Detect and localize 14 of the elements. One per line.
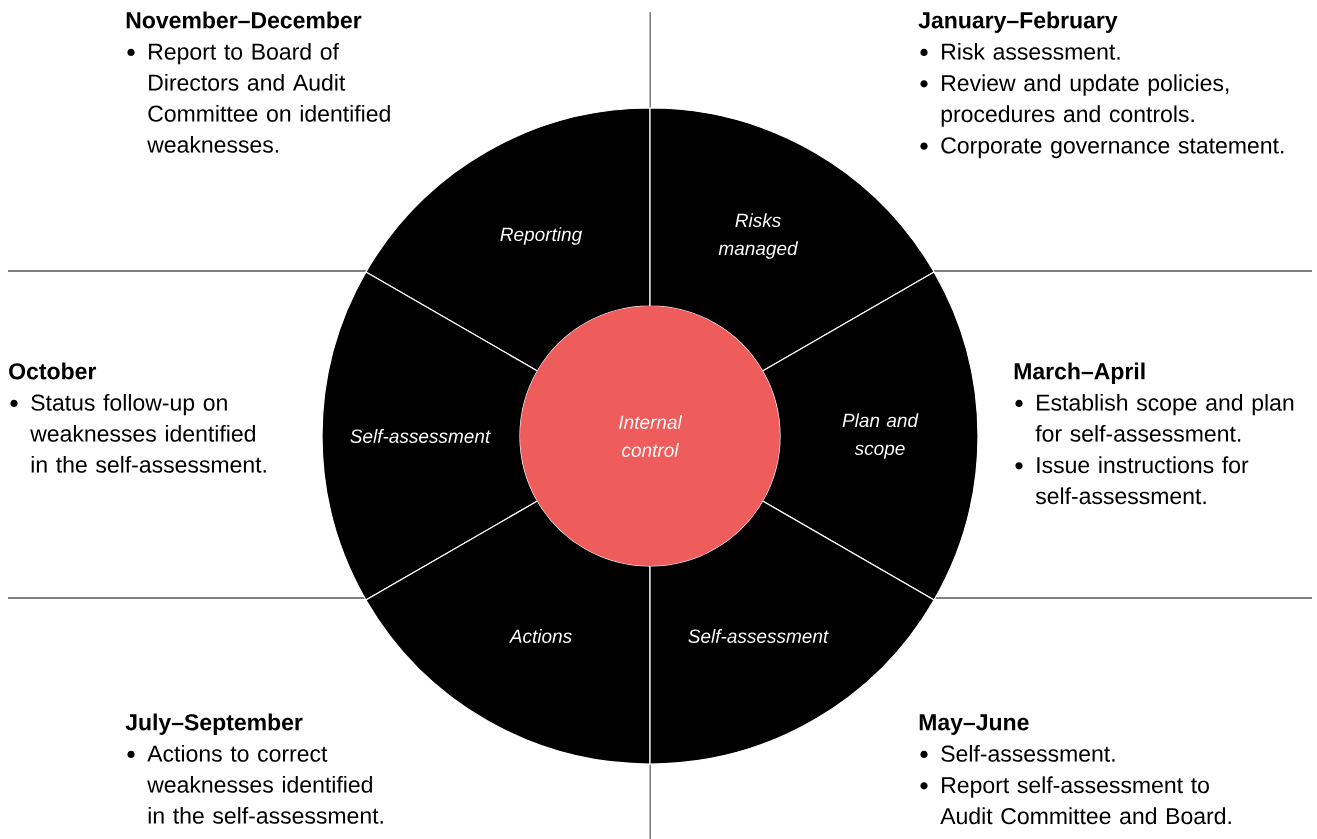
sector: Plan and scope bbox=[762, 271, 979, 601]
bullet-item: Issue instructions for self-assessment. bbox=[1015, 456, 1249, 505]
period-heading: March–April bbox=[1014, 362, 1145, 384]
period-heading: July–September bbox=[125, 713, 303, 735]
period-heading: October bbox=[9, 362, 97, 380]
sector: Actions bbox=[365, 500, 651, 765]
bullet-item: Establish scope and plan for self-assessment. bbox=[1015, 393, 1294, 442]
bullet-item: Report self-assessment to Audit Committee and Board. bbox=[920, 776, 1231, 825]
sector: Risks managed bbox=[649, 107, 935, 372]
period-heading: November–December bbox=[126, 11, 362, 29]
bullet-item: Risk assessment. bbox=[920, 42, 1120, 60]
sector: Self-assessment bbox=[321, 271, 538, 601]
period-heading: January–February bbox=[918, 11, 1118, 33]
bullet-item: Status follow-up on weaknesses identified in the self-assessment. bbox=[10, 393, 266, 473]
